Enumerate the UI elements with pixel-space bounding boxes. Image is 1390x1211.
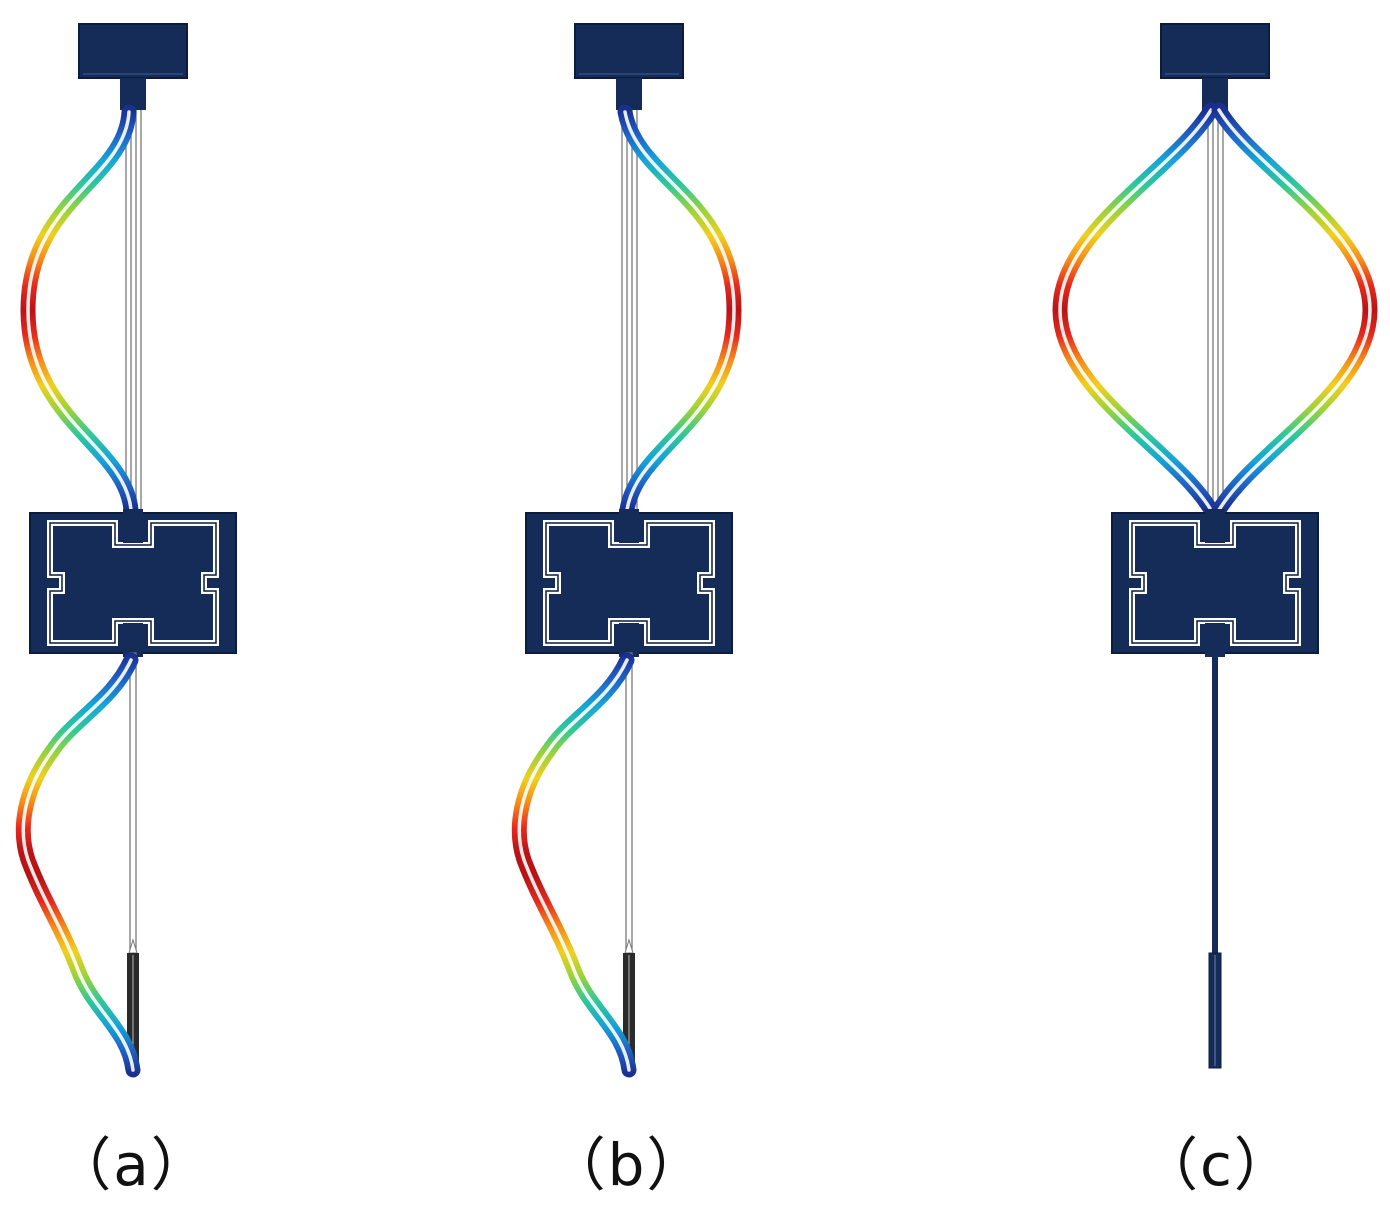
spring-slot-edge bbox=[49, 522, 217, 644]
deformed-beam-left-highlight bbox=[26, 110, 133, 512]
panel-a bbox=[15, 23, 237, 1078]
top-connector bbox=[619, 509, 639, 543]
deformed-beam-left bbox=[1052, 102, 1219, 518]
panel-a-label: （a） bbox=[53, 1131, 211, 1199]
probe-shaft bbox=[625, 652, 633, 954]
deformed-beam-left-highlight bbox=[1058, 108, 1213, 512]
deformed-beam-right-highlight bbox=[623, 110, 736, 512]
deformed-probe-highlight bbox=[517, 658, 631, 1072]
deformed-beam-left bbox=[20, 104, 139, 518]
anchor-block bbox=[574, 23, 684, 79]
bottom-connector bbox=[619, 623, 639, 657]
deformed-beam-right bbox=[617, 104, 742, 518]
bottom-connector bbox=[1205, 623, 1225, 657]
deformed-beam-right bbox=[1211, 102, 1378, 518]
panel-c-label: （c） bbox=[1140, 1131, 1294, 1199]
anchor-neck bbox=[120, 78, 146, 110]
anchor-block bbox=[1160, 23, 1270, 79]
bottom-connector bbox=[123, 623, 143, 657]
spring-slot-edge bbox=[545, 522, 713, 644]
top-connector bbox=[1205, 509, 1225, 543]
panel-b-label: （b） bbox=[547, 1131, 707, 1199]
anchor-block bbox=[78, 23, 188, 79]
panel-b bbox=[511, 23, 742, 1078]
deformed-beam-right-highlight bbox=[1217, 108, 1372, 512]
deformed-probe-highlight bbox=[21, 658, 135, 1072]
top-connector bbox=[123, 509, 143, 543]
panel-c bbox=[1052, 23, 1378, 1069]
probe-shaft bbox=[129, 652, 137, 954]
probe-shaft bbox=[1212, 653, 1218, 953]
spring-slot-edge bbox=[1131, 522, 1299, 644]
anchor-neck bbox=[616, 78, 642, 110]
